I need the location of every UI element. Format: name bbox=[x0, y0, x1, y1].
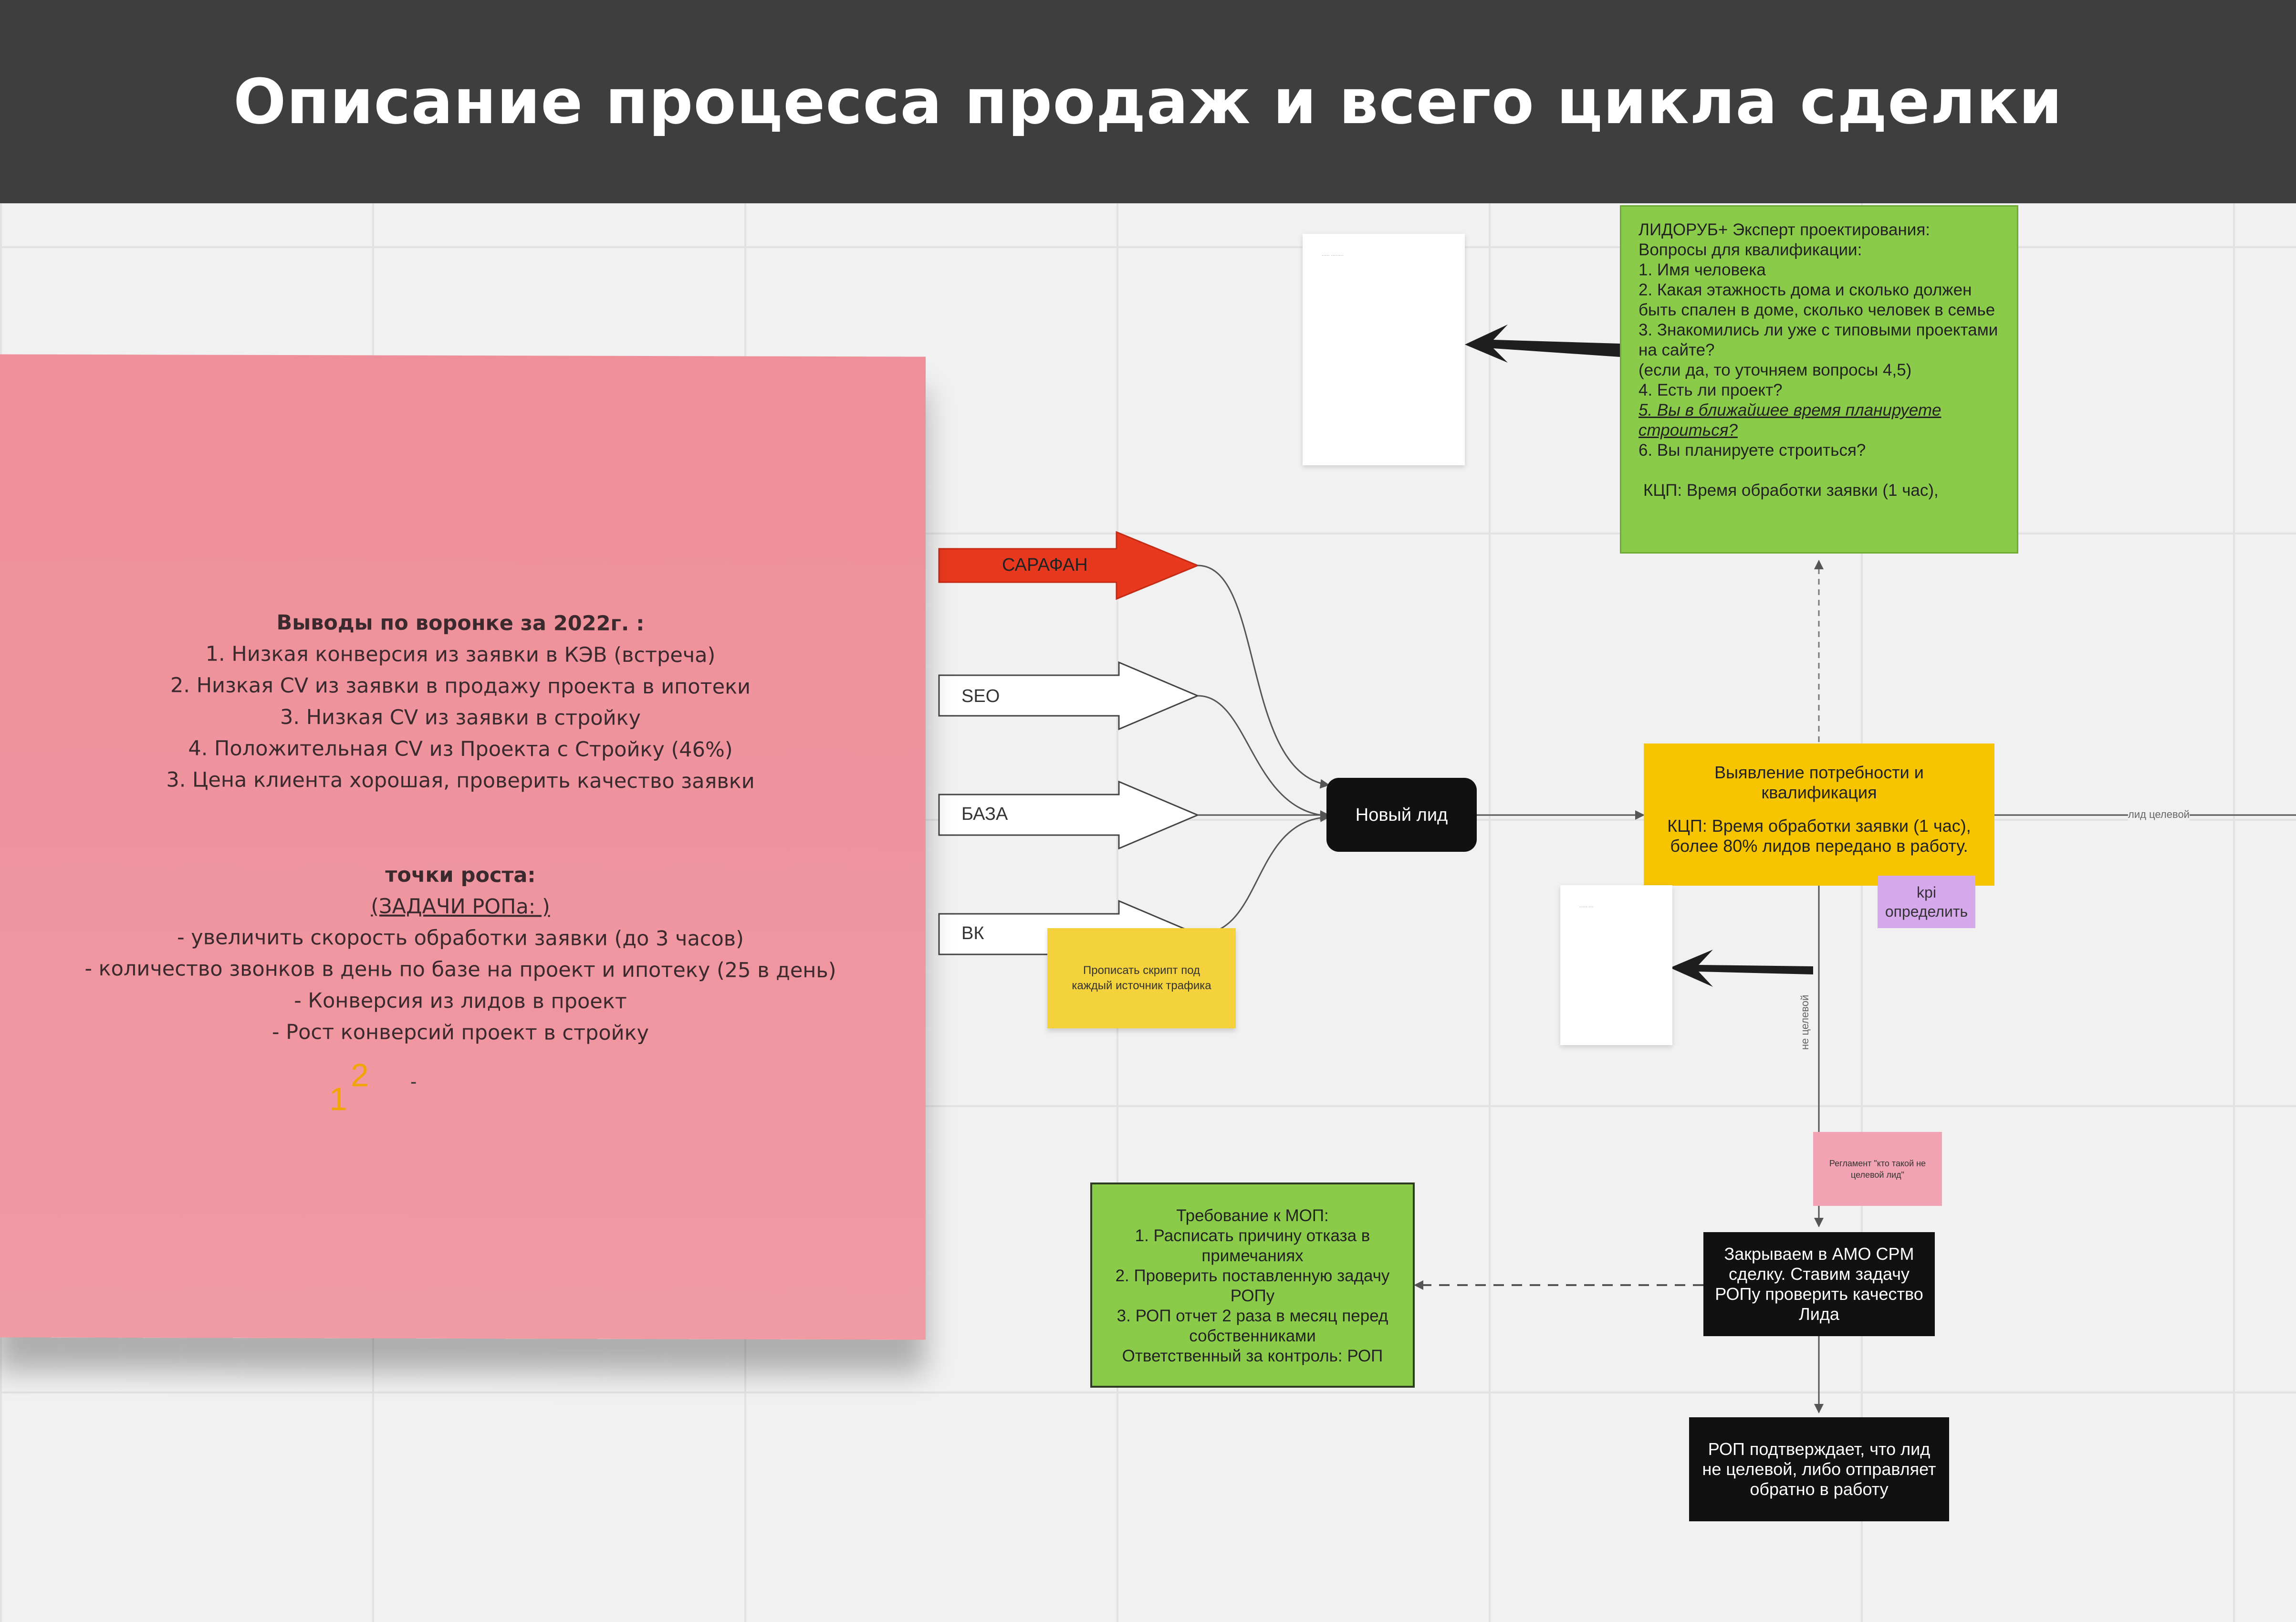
source-label-baza: БАЗА bbox=[961, 804, 1008, 824]
arrow-to-paper-top bbox=[1465, 324, 1620, 363]
conclusion-line: 1. Низкая конверсия из заявки в КЭВ (вст… bbox=[205, 642, 716, 668]
source-label-seo: SEO bbox=[961, 686, 1000, 706]
questions-kpi: КЦП: Время обработки заявки (1 час), bbox=[1643, 481, 1939, 500]
requirements-line: 1. Расписать причину отказа в примечания… bbox=[1135, 1226, 1370, 1265]
questions-line-q5: 5. Вы в ближайшее время планируете строи… bbox=[1639, 401, 1941, 440]
paper-caption: ····· ········ bbox=[1322, 253, 1344, 258]
node-close-deal[interactable]: Закрываем в АМО CPM сделку. Ставим задач… bbox=[1703, 1232, 1935, 1336]
node-close-deal-label: Закрываем в АМО CPM сделку. Ставим задач… bbox=[1715, 1244, 1923, 1324]
growth-line: - увеличить скорость обработки заявки (д… bbox=[177, 925, 744, 951]
page-header: Описание процесса продаж и всего цикла с… bbox=[0, 0, 2296, 203]
funnel-conclusions-text: Выводы по воронке за 2022г. : 1. Низкая … bbox=[0, 606, 926, 1049]
source-arrow-seo[interactable] bbox=[938, 661, 1200, 731]
sticky-kpi-note[interactable]: kpi определить bbox=[1878, 876, 1975, 928]
questions-line: 3. Знакомились ли уже с типовыми проекта… bbox=[1639, 321, 1998, 359]
source-arrow-sarafan[interactable] bbox=[938, 531, 1200, 600]
source-label-vk: ВК bbox=[961, 923, 984, 943]
connector-sarafan-newlead bbox=[1197, 565, 1330, 789]
mop-requirements-note[interactable]: Требование к МОП: 1. Расписать причину о… bbox=[1090, 1182, 1415, 1388]
mark-dash: - bbox=[410, 1071, 417, 1092]
questions-line: (если да, то уточняем вопросы 4,5) bbox=[1639, 361, 1912, 379]
qualification-questions-note[interactable]: ЛИДОРУБ+ Эксперт проектирования: Вопросы… bbox=[1620, 205, 2018, 554]
mark-two: 2 bbox=[351, 1057, 369, 1094]
node-new-lead[interactable]: Новый лид bbox=[1326, 778, 1477, 852]
connector-vk-newlead bbox=[1197, 812, 1330, 935]
node-rop-confirm[interactable]: РОП подтверждает, что лид не целевой, ли… bbox=[1689, 1417, 1949, 1521]
growth-line: - количество звонков в день по базе на п… bbox=[84, 956, 836, 983]
node-qualification[interactable]: Выявление потребности и квалификация КЦП… bbox=[1644, 743, 1994, 886]
sticky-kpi-text: kpi определить bbox=[1885, 884, 1968, 920]
questions-line: ЛИДОРУБ+ Эксперт проектирования: bbox=[1639, 220, 1931, 239]
requirements-line: Ответственный за контроль: РОП bbox=[1122, 1347, 1383, 1365]
conclusion-line: 3. Низкая CV из заявки в стройку bbox=[280, 705, 641, 730]
funnel-conclusions-note[interactable]: Выводы по воронке за 2022г. : 1. Низкая … bbox=[0, 354, 926, 1340]
conclusion-line: 3. Цена клиента хорошая, проверить качес… bbox=[166, 768, 755, 794]
requirements-line: Требование к МОП: bbox=[1176, 1206, 1329, 1225]
node-rop-confirm-label: РОП подтверждает, что лид не целевой, ли… bbox=[1702, 1439, 1936, 1499]
growth-points-subtitle: (ЗАДАЧИ РОПа: ) bbox=[371, 894, 550, 919]
paper-document-mid[interactable]: ····· ··· bbox=[1560, 885, 1672, 1045]
questions-line: 1. Имя человека bbox=[1639, 261, 1766, 279]
source-label-sarafan: САРАФАН bbox=[1002, 555, 1088, 575]
growth-line: - Рост конверсий проект в стройку bbox=[272, 1020, 649, 1046]
paper-caption: ····· ··· bbox=[1579, 904, 1594, 910]
sticky-reglament-text: Регламент "кто такой не целевой лид" bbox=[1829, 1158, 1926, 1180]
connector-seo-newlead bbox=[1197, 695, 1330, 820]
mark-one: 1 bbox=[329, 1081, 347, 1118]
source-arrow-baza[interactable] bbox=[938, 780, 1200, 850]
sticky-script-note[interactable]: Прописать скрипт под каждый источник тра… bbox=[1047, 928, 1236, 1028]
edge-label-target: лид целевой bbox=[2128, 808, 2190, 821]
questions-line: Вопросы для квалификации: bbox=[1639, 241, 1862, 259]
questions-line: 2. Какая этажность дома и сколько должен… bbox=[1639, 281, 1995, 319]
node-new-lead-label: Новый лид bbox=[1355, 805, 1448, 825]
conclusion-line: 2. Низкая CV из заявки в продажу проекта… bbox=[170, 673, 751, 699]
sticky-script-text: Прописать скрипт под каждый источник тра… bbox=[1072, 964, 1211, 992]
qualification-title: Выявление потребности и квалификация bbox=[1714, 763, 1924, 802]
questions-line: 4. Есть ли проект? bbox=[1639, 381, 1783, 399]
sticky-reglament-note[interactable]: Регламент "кто такой не целевой лид" bbox=[1813, 1132, 1942, 1206]
requirements-line: 3. РОП отчет 2 раза в месяц перед собств… bbox=[1117, 1307, 1388, 1345]
growth-points-title: точки роста: bbox=[385, 863, 536, 888]
page-title: Описание процесса продаж и всего цикла с… bbox=[233, 65, 2063, 138]
qualification-kpi: КЦП: Время обработки заявки (1 час), бол… bbox=[1667, 816, 1971, 856]
conclusion-line: 4. Положительная CV из Проекта с Стройку… bbox=[188, 736, 733, 762]
arrow-to-paper-mid bbox=[1670, 950, 1813, 987]
requirements-line: 2. Проверить поставленную задачу РОПу bbox=[1115, 1266, 1390, 1305]
growth-line: - Конверсия из лидов в проект bbox=[294, 989, 627, 1014]
paper-document-top[interactable]: ····· ········ bbox=[1303, 234, 1465, 465]
questions-line-q6: 6. Вы планируете строиться? bbox=[1639, 441, 1866, 460]
conclusions-title: Выводы по воронке за 2022г. : bbox=[276, 610, 645, 636]
edge-label-not-target: не целевой bbox=[1799, 994, 1811, 1050]
